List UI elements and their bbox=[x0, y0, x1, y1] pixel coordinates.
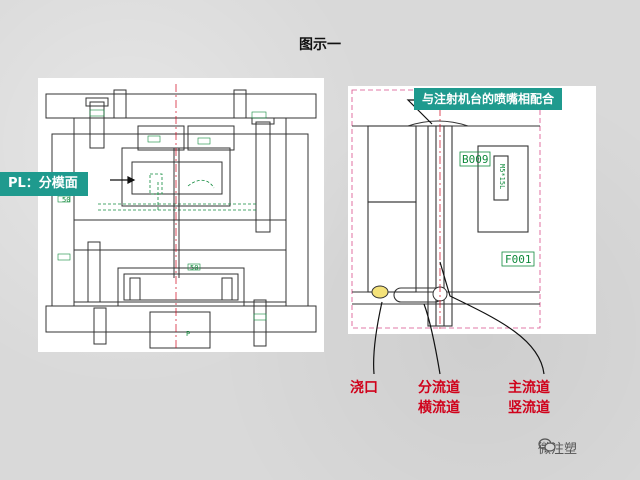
sprue-detail-svg: B009 F001 M5*15L bbox=[351, 89, 541, 330]
part-code-b009: B009 bbox=[462, 153, 489, 166]
nozzle-fit-tag: 与注射机台的喷嘴相配合 bbox=[414, 88, 563, 110]
mold-section-drawing: 50 50 P bbox=[38, 78, 324, 352]
runner-label: 分流道 横流道 bbox=[418, 378, 460, 418]
runner-label-line2: 横流道 bbox=[418, 400, 460, 416]
part-code-f001: F001 bbox=[505, 253, 532, 266]
wechat-icon bbox=[538, 438, 556, 452]
dim-mark-left-0: 50 bbox=[62, 196, 70, 204]
watermark: 微注塑 bbox=[538, 438, 577, 457]
screw-spec-label: M5*15L bbox=[498, 164, 506, 189]
mold-section-svg: 50 50 P bbox=[45, 84, 317, 349]
parting-line-tag: PL：分模面 bbox=[0, 172, 88, 196]
sprue-label-line1: 主流道 bbox=[508, 380, 550, 396]
gate-label: 浇口 bbox=[350, 378, 378, 398]
sprue-detail-drawing: B009 F001 M5*15L bbox=[348, 86, 596, 334]
runner-label-line1: 分流道 bbox=[418, 380, 460, 396]
dim-mark-left-2: P bbox=[186, 330, 190, 338]
gate-label-text: 浇口 bbox=[350, 380, 378, 396]
sprue-label-line2: 竖流道 bbox=[508, 400, 550, 416]
sprue-label: 主流道 竖流道 bbox=[508, 378, 550, 418]
page-title: 图示一 bbox=[299, 37, 341, 53]
dim-mark-left-1: 50 bbox=[190, 264, 198, 272]
